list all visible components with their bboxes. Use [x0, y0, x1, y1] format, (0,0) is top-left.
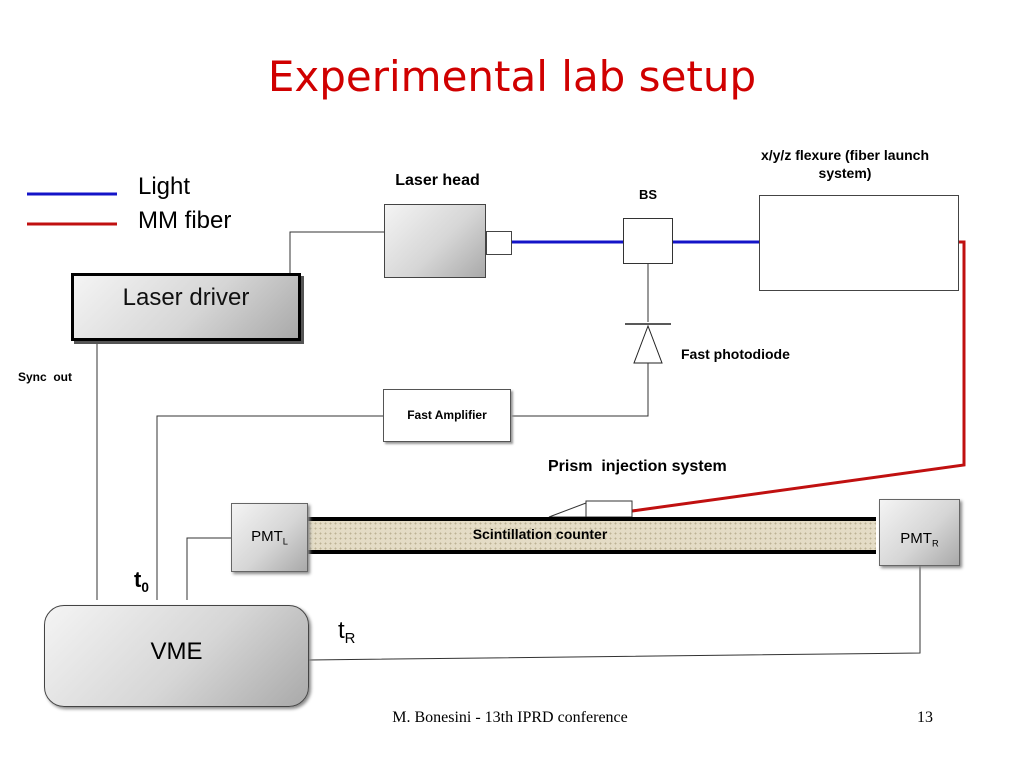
scintillation-counter-bar: [308, 517, 876, 554]
pmt-left-label: PMTL: [251, 528, 288, 547]
flexure-box: [759, 195, 959, 291]
beam-splitter: [623, 218, 673, 264]
laser-driver-box: [71, 273, 301, 341]
laser-head-box: [384, 204, 486, 278]
fast-amplifier-label: Fast Amplifier: [407, 408, 487, 422]
prism-injection-label: Prism injection system: [548, 458, 727, 475]
fast-amplifier-box: [383, 389, 511, 442]
vme-label: VME: [150, 638, 203, 665]
page-number: 13: [917, 709, 933, 726]
scintillation-counter-label: Scintillation counter: [472, 526, 608, 542]
laser-head-label: Laser head: [395, 172, 480, 189]
pmt-left-box: [231, 503, 308, 572]
legend-light-label: Light: [138, 173, 191, 200]
pmt-r-to-vme-wire: [308, 566, 921, 661]
prism-block: [585, 500, 633, 518]
prism-injector: [548, 502, 587, 518]
t0-label: t0: [134, 567, 149, 595]
footer-text: M. Bonesini - 13th IPRD conference: [392, 709, 628, 726]
photodiode-to-amp-wire: [511, 363, 649, 417]
driver-to-head-wire: [289, 231, 384, 290]
legend-fiber-label: MM fiber: [138, 207, 232, 234]
flexure-label: x/y/z flexure (fiber launch system): [760, 147, 930, 181]
tr-label: tR: [338, 617, 356, 648]
laser-driver-label: Laser driver: [122, 284, 250, 311]
laser-head-nozzle: [486, 231, 512, 255]
amp-to-vme-wire: [156, 415, 383, 600]
slide-title: Experimental lab setup: [267, 52, 757, 101]
bs-label: BS: [638, 187, 658, 202]
pmt-l-to-vme-wire: [186, 537, 231, 600]
pmt-right-box: [879, 499, 960, 566]
vme-crate-box: [44, 605, 309, 707]
fast-photodiode-label: Fast photodiode: [681, 346, 790, 362]
photodiode-triangle: [633, 324, 663, 364]
sync-out-label: Sync out: [18, 370, 73, 384]
pmt-right-label: PMTR: [900, 530, 939, 549]
